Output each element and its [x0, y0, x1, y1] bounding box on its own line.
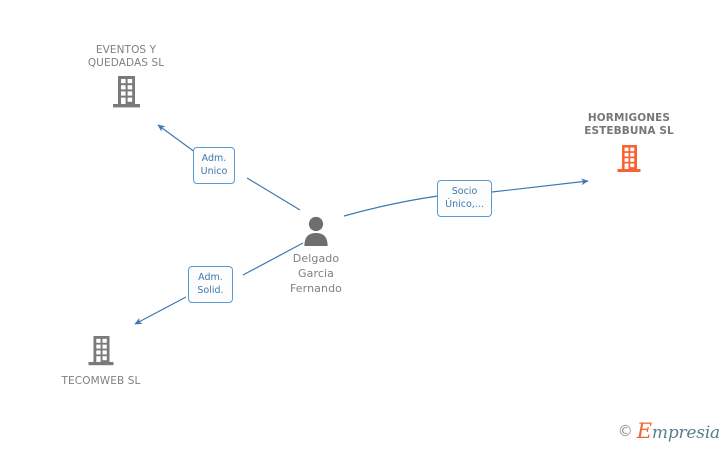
edge-arrow-socio-unico — [491, 178, 589, 193]
empresia-watermark: © Empresia — [618, 421, 720, 442]
node-label-person-delgado-garcia-fernando: Delgado Garcia Fernando — [289, 252, 343, 295]
node-person-delgado-garcia-fernando[interactable]: Delgado Garcia Fernando — [241, 216, 391, 296]
copyright-icon: © — [617, 422, 633, 440]
edge-label-adm-solid[interactable]: Adm. Solid. — [188, 266, 233, 303]
edge-label-adm-unico[interactable]: Adm. Unico — [193, 147, 235, 184]
node-eventos-y-quedadas-sl[interactable]: EVENTOS Y QUEDADAS SL — [51, 44, 201, 111]
building-icon — [113, 76, 140, 108]
brand-initial: E — [636, 419, 652, 443]
brand-rest: mpresia — [651, 423, 720, 443]
building-icon — [88, 336, 114, 366]
building-icon — [617, 145, 641, 172]
edge-arrow-adm-solid — [134, 296, 187, 325]
node-label-tecomweb-sl: TECOMWEB SL — [61, 375, 141, 387]
person-icon — [304, 216, 328, 246]
edge-line-adm-unico — [246, 177, 301, 211]
node-tecomweb-sl[interactable]: TECOMWEB SL — [26, 334, 176, 388]
node-label-eventos-y-quedadas-sl: EVENTOS Y QUEDADAS SL — [87, 44, 165, 69]
edge-line-socio-unico — [343, 195, 439, 217]
edge-label-socio-unico[interactable]: Socio Único,... — [437, 180, 492, 217]
node-label-hormigones-estebbuna-sl: HORMIGONES ESTEBBUNA SL — [584, 112, 674, 137]
node-hormigones-estebbuna-sl[interactable]: HORMIGONES ESTEBBUNA SL — [554, 112, 704, 175]
brand-name: Empresia — [637, 421, 720, 442]
